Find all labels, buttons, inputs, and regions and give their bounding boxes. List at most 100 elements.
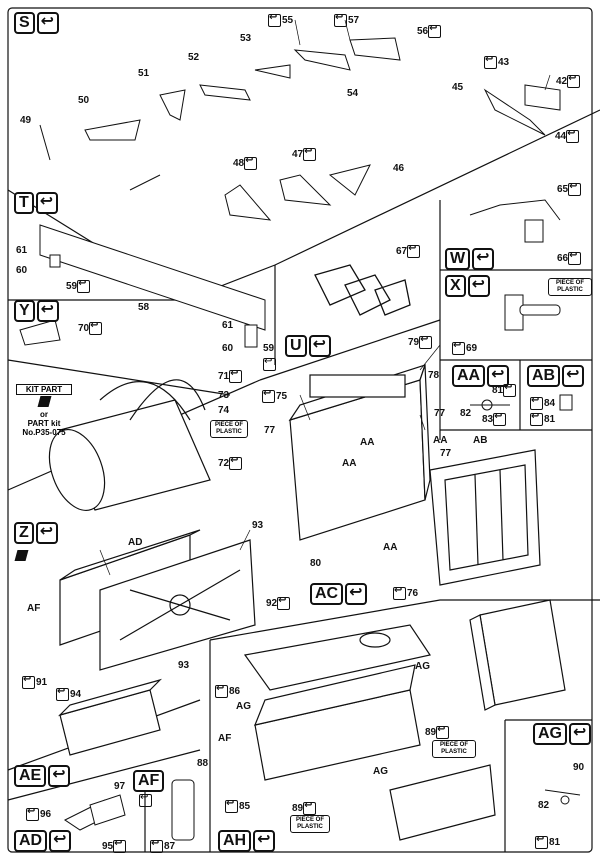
section-af-parts xyxy=(171,779,195,841)
part-43-shape xyxy=(524,84,561,111)
glue-arrow-icon xyxy=(308,334,331,357)
part-number: 52 xyxy=(188,52,200,63)
step-x-label: X xyxy=(445,274,490,297)
part-73-label: 73 xyxy=(218,390,229,401)
grille-bar-2 xyxy=(499,469,504,561)
part-number: 53 xyxy=(240,33,252,44)
part-70-shape xyxy=(19,319,61,346)
glue-arrow-icon xyxy=(139,792,152,808)
glue-arrow-icon xyxy=(303,146,317,161)
part-60-shape xyxy=(49,254,61,268)
part-89-label-b: 89 xyxy=(292,800,317,815)
glue-arrow-icon xyxy=(568,250,582,265)
glue-arrow-icon xyxy=(36,11,59,34)
part-59-label-b: 59 xyxy=(263,343,274,354)
glue-arrow-icon xyxy=(334,12,347,27)
part-number: 69 xyxy=(466,343,478,355)
part-number: 77 xyxy=(440,448,452,459)
part-number: 51 xyxy=(138,68,150,79)
part-43-label: 43 xyxy=(484,54,509,69)
section-w-parts xyxy=(469,199,561,243)
divider-ad xyxy=(7,749,201,801)
part-number: 89 xyxy=(425,727,437,739)
glue-arrow-icon xyxy=(530,411,543,426)
glue-arrow-icon xyxy=(567,73,581,88)
part-61-shape xyxy=(244,324,258,348)
callout-text: AB xyxy=(473,435,488,446)
ac-result-parts xyxy=(469,599,566,711)
part-44-label: 44 xyxy=(555,128,580,143)
part-number: 42 xyxy=(556,76,568,88)
part-number: 61 xyxy=(222,320,234,331)
part-number: 80 xyxy=(310,558,322,569)
part-number: 61 xyxy=(16,245,28,256)
glue-arrow-icon xyxy=(35,191,58,214)
part-56-label: 56 xyxy=(417,23,442,38)
part-number: 70 xyxy=(78,323,90,335)
part-61-label-b: 61 xyxy=(222,320,233,331)
callout-ag-3: AG xyxy=(373,766,388,777)
part-number: 57 xyxy=(348,15,360,27)
part-number: 83 xyxy=(482,414,494,426)
glue-arrow-icon xyxy=(393,585,406,600)
glue-arrow-icon xyxy=(452,340,465,355)
part-53-shape xyxy=(254,64,291,79)
glue-arrow-icon xyxy=(36,299,59,322)
drum-end xyxy=(48,429,106,511)
section-ah-parts xyxy=(243,624,496,841)
section-ad-parts xyxy=(64,794,126,831)
glue-arrow-icon xyxy=(407,243,421,258)
part-53-label: 53 xyxy=(240,33,251,44)
dark-parallelogram-icon xyxy=(16,396,72,409)
callout-text: AF xyxy=(27,603,41,614)
callout-ag-2: AG xyxy=(236,701,251,712)
part-number: 95 xyxy=(102,841,114,853)
part-number: 81 xyxy=(549,837,561,849)
box-parts xyxy=(288,364,431,541)
step-ad-label: AD xyxy=(14,829,72,852)
part-number: 88 xyxy=(197,758,209,769)
part-93-label-a: 93 xyxy=(252,520,263,531)
part-number: 87 xyxy=(164,841,176,853)
part-47-label: 47 xyxy=(292,146,317,161)
part-42-label: 42 xyxy=(556,73,581,88)
part-78-label: 78 xyxy=(428,370,439,381)
part-71-strap xyxy=(99,380,191,421)
part-number: 72 xyxy=(218,458,230,470)
glue-arrow-icon xyxy=(229,455,243,470)
part-number: 89 xyxy=(292,803,304,815)
glue-arrow-icon xyxy=(150,838,163,853)
part-84-shape xyxy=(559,394,573,411)
part-number: 49 xyxy=(20,115,32,126)
part-57-label: 57 xyxy=(334,12,360,27)
part-number: 91 xyxy=(36,677,48,689)
part-number: 60 xyxy=(222,343,234,354)
part-82-ring xyxy=(560,795,570,805)
glue-arrow-icon xyxy=(568,181,582,196)
part-91-label: 91 xyxy=(22,674,48,689)
dark-parallelogram-icon xyxy=(14,548,29,566)
af-arrow xyxy=(139,792,153,810)
part-66-shape xyxy=(524,219,544,243)
step-ag-label: AG xyxy=(533,722,591,745)
part-73-strap xyxy=(129,379,206,421)
step-ae-label: AE xyxy=(14,764,71,787)
part-93-label-b: 93 xyxy=(178,660,189,671)
glue-arrow-icon xyxy=(113,838,127,853)
divider-ac xyxy=(209,599,600,641)
part-94-label: 94 xyxy=(56,686,81,701)
step-t-label: T xyxy=(14,191,58,214)
callout-ag-1: AG xyxy=(415,661,430,672)
callout-text: AG xyxy=(415,661,430,672)
step-af-letter: AF xyxy=(133,770,165,792)
part-66-label: 66 xyxy=(557,250,582,265)
part-number: 79 xyxy=(408,337,420,349)
part-49-line xyxy=(39,124,51,161)
part-86-hole xyxy=(359,632,391,648)
glue-arrow-icon xyxy=(89,320,103,335)
part-number: 96 xyxy=(40,809,52,821)
part-number: 93 xyxy=(252,520,264,531)
kit-part-text: KIT PART xyxy=(16,384,72,395)
